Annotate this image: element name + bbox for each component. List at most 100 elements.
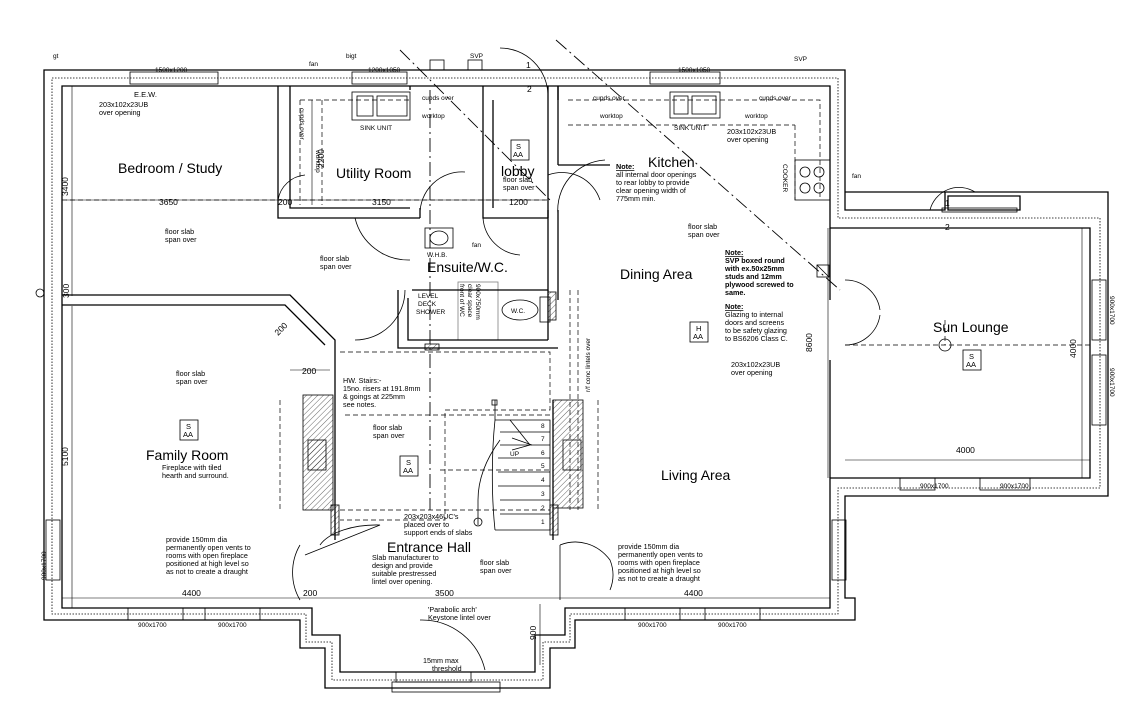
- dim-900: 900: [528, 626, 538, 640]
- section-mark-5-s: S: [969, 352, 974, 361]
- floor-slab-5a: floor slab: [176, 369, 205, 378]
- window-label-4: 900x1700: [138, 622, 167, 629]
- floor-slab-5b: span over: [176, 377, 208, 386]
- dim-2200: 2200: [316, 149, 326, 168]
- note-title-1: Note:: [616, 162, 634, 171]
- dim-3400: 3400: [60, 177, 70, 196]
- fan-label-3: fan: [852, 173, 861, 180]
- gt-label: gt: [53, 53, 59, 60]
- vents-left-2: permanently open vents to: [166, 543, 251, 552]
- stair-note-3: & goings at 225mm: [343, 392, 405, 401]
- vents-left-1: provide 150mm dia: [166, 535, 227, 544]
- floor-slab-3a: floor slab: [503, 175, 532, 184]
- fireplace-note-1: Fireplace with tiled: [162, 463, 222, 472]
- floor-slab-6b: span over: [373, 431, 405, 440]
- window-label-7: 900x1700: [718, 622, 747, 629]
- slab-note-1: Slab manufacturer to: [372, 553, 439, 562]
- step-5: 5: [541, 463, 545, 470]
- dim-5100: 5100: [60, 447, 70, 466]
- slab-note-3: suitable prestressed: [372, 569, 436, 578]
- glazing-note-3: to be safety glazing: [725, 326, 787, 335]
- bigt-label: bigt: [346, 53, 357, 60]
- eew-label: E.E.W.: [134, 90, 157, 99]
- window-label-5: 900x1700: [218, 622, 247, 629]
- worktop-label-1: worktop: [314, 149, 321, 173]
- shower-space-2: clear space: [466, 284, 473, 318]
- dim-200-a: 200: [278, 197, 292, 207]
- section-mark-3-s: S: [406, 458, 411, 467]
- shower-space-3: front of WC: [458, 284, 465, 317]
- step-8: 8: [541, 423, 545, 430]
- window-label-6: 900x1700: [638, 622, 667, 629]
- door-number-2: 2: [527, 84, 532, 94]
- sink-unit-label-1: SINK UNIT: [360, 125, 392, 132]
- whb-label: W.H.B.: [427, 252, 447, 259]
- worktop-label-4: worktop: [421, 113, 445, 120]
- vents-right-5: as not to create a draught: [618, 574, 700, 583]
- window-label-11: 900x1700: [1108, 368, 1115, 397]
- staircase: [473, 399, 551, 531]
- floor-slab-1b: span over: [165, 235, 197, 244]
- floor-slab-4a: floor slab: [688, 222, 717, 231]
- glazing-note-4: to BS6206 Class C.: [725, 334, 788, 343]
- lintel-label-1a: 203x102x23UB: [99, 100, 148, 109]
- dim-4000-a: 4000: [956, 445, 975, 455]
- door-number-1: 1: [526, 60, 531, 70]
- section-mark-2-s: S: [186, 422, 191, 431]
- room-bedroom-study: Bedroom / Study: [118, 160, 222, 176]
- floor-slab-6a: floor slab: [373, 423, 402, 432]
- stair-note-1: HW. Stairs:-: [343, 376, 382, 385]
- dim-4000-b: 4000: [1068, 339, 1078, 358]
- stair-up-label: UP: [510, 451, 519, 458]
- section-mark-4-h: H: [696, 324, 701, 333]
- room-utility: Utility Room: [336, 165, 411, 181]
- door-note-1: all internal door openings: [616, 170, 697, 179]
- svp-note-4: plywood screwed to: [725, 280, 794, 289]
- shower-label-3: SHOWER: [416, 309, 446, 316]
- shower-label-2: DECK: [418, 301, 437, 308]
- lintel-label-1b: over opening: [99, 108, 141, 117]
- step-7: 7: [541, 436, 545, 443]
- svp-note-5: same.: [725, 288, 745, 297]
- vents-left-5: as not to create a draught: [166, 567, 248, 576]
- lintel-label-2a: 203x102x23UB: [727, 127, 776, 136]
- floor-slab-4b: span over: [688, 230, 720, 239]
- conc-lintels-label: r/f conc lintels over: [585, 337, 592, 392]
- dim-3150: 3150: [372, 197, 391, 207]
- window-label-9: 900x1700: [1000, 483, 1029, 490]
- svp-label-1: SVP: [470, 53, 483, 60]
- stair-labels: 8 7 6 5 4 3 2 1 UP HW. Stairs:- 15no. ri…: [343, 376, 545, 526]
- vents-left-3: rooms with open fireplace: [166, 551, 248, 560]
- door-number-4: 2: [945, 222, 950, 232]
- floor-slab-2a: floor slab: [320, 254, 349, 263]
- annotations: 203x102x23UB over opening 203x102x23UB o…: [99, 100, 976, 673]
- dim-4400-b: 4400: [684, 588, 703, 598]
- room-labels: Bedroom / Study Utility Room lobby Kitch…: [118, 154, 1009, 555]
- step-2: 2: [541, 505, 545, 512]
- external-walls: [43, 69, 1109, 689]
- stair-note-2: 15no. risers at 191.8mm: [343, 384, 421, 393]
- glazing-note-2: doors and screens: [725, 318, 785, 327]
- worktop-label-3: worktop: [744, 113, 768, 120]
- door-note-4: 775mm min.: [616, 194, 656, 203]
- vents-right-1: provide 150mm dia: [618, 542, 679, 551]
- door-note-2: to rear lobby to provide: [616, 178, 690, 187]
- vents-right-3: rooms with open fireplace: [618, 558, 700, 567]
- uc-beams-1: 203x203x46UC's: [404, 512, 459, 521]
- dim-200-d: 200: [303, 588, 317, 598]
- dim-1200: 1200: [509, 197, 528, 207]
- floor-slab-1a: floor slab: [165, 227, 194, 236]
- wc-label: W.C.: [511, 308, 525, 315]
- uc-beams-2: placed over to: [404, 520, 449, 529]
- window-label-3: 1500x1050: [678, 67, 711, 74]
- dim-4400-a: 4400: [182, 588, 201, 598]
- floor-slab-7a: floor slab: [480, 558, 509, 567]
- cupds-over-label-3: cupds over: [759, 95, 792, 102]
- shower-label-1: LEVEL: [418, 293, 439, 300]
- dim-200-c: 200: [302, 366, 316, 376]
- slab-note-4: lintel over opening.: [372, 577, 432, 586]
- section-mark-2-aa: AA: [183, 430, 193, 439]
- section-mark-3-aa: AA: [403, 466, 413, 475]
- section-mark-5-aa: AA: [966, 360, 976, 369]
